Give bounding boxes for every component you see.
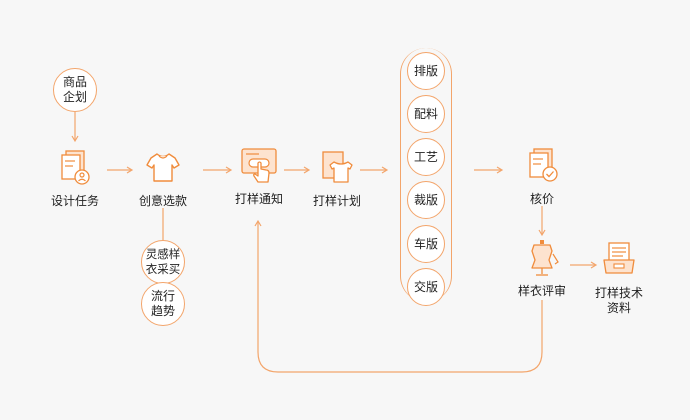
- step-5: 交版: [407, 268, 445, 306]
- node-sample-plan: 打样计划: [304, 148, 370, 209]
- document-check-icon: [529, 148, 558, 182]
- loop-review-to-notice: [257, 222, 543, 373]
- document-person-icon: [61, 150, 90, 185]
- node-verify-price: 核价: [509, 146, 575, 207]
- tech-docs-label: 打样技术 资料: [594, 286, 643, 315]
- step-1: 配料: [407, 95, 445, 133]
- mannequin-icon: [531, 240, 559, 276]
- step-3: 裁版: [407, 181, 445, 219]
- trend-label: 流行 趋势: [150, 289, 175, 318]
- node-select-style: 创意选款: [130, 148, 196, 209]
- trend-circle: 流行 趋势: [141, 282, 185, 326]
- node-design-task: 设计任务: [42, 148, 108, 209]
- sample-review-label: 样衣评审: [517, 284, 566, 298]
- inspiration-circle: 灵感样 衣采买: [141, 240, 185, 284]
- verify-price-label: 核价: [529, 192, 554, 206]
- step-4: 车版: [407, 225, 445, 263]
- click-hand-icon: [241, 148, 277, 183]
- planning-label: 商品 企划: [62, 75, 87, 104]
- node-sample-review: 样衣评审: [509, 238, 575, 299]
- inspiration-label: 灵感样 衣采买: [145, 247, 181, 276]
- tshirt-icon: [146, 153, 180, 182]
- node-tech-docs: 打样技术 资料: [586, 240, 652, 316]
- shirt-board-icon: [322, 151, 353, 183]
- step-0: 排版: [407, 52, 445, 90]
- step-2: 工艺: [407, 138, 445, 176]
- sample-plan-label: 打样计划: [312, 194, 361, 208]
- planning-circle: 商品 企划: [53, 68, 97, 112]
- sample-notice-label: 打样通知: [234, 192, 283, 206]
- paper-tray-icon: [603, 242, 635, 274]
- steps-group: [400, 48, 452, 302]
- design-task-label: 设计任务: [50, 194, 99, 208]
- select-style-label: 创意选款: [138, 194, 187, 208]
- node-sample-notice: 打样通知: [226, 146, 292, 207]
